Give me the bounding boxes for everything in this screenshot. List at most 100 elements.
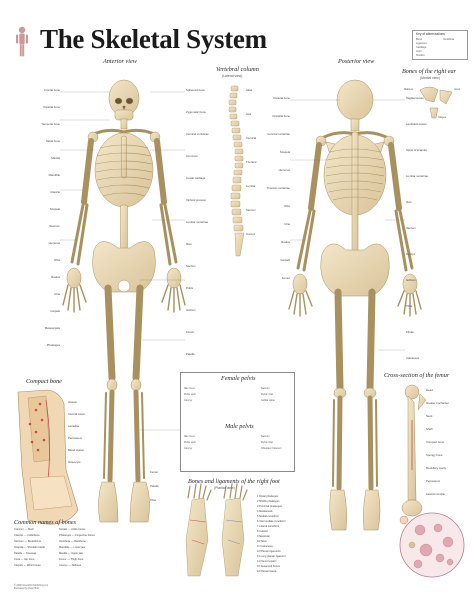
key-row: Bone bbox=[416, 38, 423, 41]
anterior-bone-label: Cervical vertebrae bbox=[186, 132, 209, 136]
female-pelvis-title: Female pelvis bbox=[221, 375, 256, 382]
femur-section-title: Cross-section of the femur bbox=[384, 372, 450, 379]
compact-bone-label: Osteon bbox=[68, 400, 78, 404]
common-name-item: Mandible — Lower jaw bbox=[59, 546, 86, 549]
male-pelvis-title: Male pelvis bbox=[225, 423, 254, 430]
anterior-bone-label: Nasal bone bbox=[45, 139, 60, 143]
posterior-bone-label: Parietal bone bbox=[273, 96, 290, 100]
posterior-bone-label: Ilium bbox=[406, 200, 412, 204]
vertebra-label: Thoracic bbox=[246, 160, 257, 164]
anterior-bone-label: Femur bbox=[186, 330, 195, 334]
anterior-bone-label: Ribs bbox=[54, 258, 60, 262]
femur-label: Compact bone bbox=[426, 440, 445, 444]
foot-bone-item: 3 Proximal phalanges bbox=[257, 505, 282, 508]
pelvis-label: Pelvic inlet bbox=[261, 441, 273, 444]
foot-bone-item: 1 Distal phalanges bbox=[257, 495, 279, 498]
vertebra-label: Coccyx bbox=[246, 232, 256, 236]
anterior-skeleton bbox=[62, 79, 186, 523]
foot-bone-item: 8 Cuboid bbox=[257, 530, 268, 533]
posterior-bone-label: Cervical vertebrae bbox=[267, 132, 290, 136]
common-name-item: Scapula — Shoulder blade bbox=[14, 546, 45, 549]
key-title: Key of abbreviations bbox=[416, 32, 445, 36]
anterior-bone-label: Ulna bbox=[54, 292, 60, 296]
femur-label: Spongy bone bbox=[426, 453, 443, 457]
vertebra-label: Cervical bbox=[246, 136, 257, 140]
posterior-view-title: Posterior view bbox=[338, 58, 375, 65]
compact-bone-label: Osteocyte bbox=[68, 460, 81, 464]
femur-inset bbox=[399, 512, 465, 578]
anterior-bone-label: Sphenoid bone bbox=[186, 88, 205, 92]
posterior-bone-label: Fibula bbox=[406, 330, 414, 334]
common-name-item: Cranium — Skull bbox=[14, 528, 34, 531]
pelvis-label: Sacrum bbox=[261, 435, 270, 438]
posterior-bone-label: Occipital bone bbox=[272, 114, 290, 118]
posterior-bone-label: Ischium bbox=[406, 278, 416, 282]
footer-line: Illustrated by Peter Bull bbox=[14, 587, 39, 590]
anterior-view-title: Anterior view bbox=[103, 58, 137, 65]
femur-label: Greater trochanter bbox=[426, 401, 449, 405]
pelvis-label: Sacrum bbox=[261, 387, 270, 390]
ear-bones-subtitle: (Medial view) bbox=[420, 76, 440, 80]
leader-lines bbox=[60, 91, 405, 431]
posterior-bone-label: Carpals bbox=[280, 258, 290, 262]
anterior-bone-label: Humerus bbox=[48, 241, 60, 245]
foot-bone-item: 15 Sesamoid bones bbox=[257, 565, 280, 568]
common-name-item: Phalanges — Finger/toe bones bbox=[59, 534, 95, 537]
posterior-bone-label: Scapula bbox=[279, 150, 290, 154]
foot-bone-item: 4 Metatarsals bbox=[257, 510, 273, 513]
femur-label: Neck bbox=[426, 414, 433, 418]
common-names-title: Common names of bones bbox=[14, 519, 77, 526]
common-name-item: Sternum — Breastbone bbox=[14, 540, 42, 543]
posterior-bone-label: Femur bbox=[281, 276, 290, 280]
pelvis-label: Obturator foramen bbox=[261, 447, 282, 450]
foot-bone-item: 6 Intermediate cuneiform bbox=[257, 520, 286, 523]
posterior-bone-label: Lumbar vertebrae bbox=[406, 174, 429, 178]
compact-bone-label: Blood vessel bbox=[68, 448, 84, 452]
compact-bone-label: Lamellae bbox=[68, 424, 80, 428]
vertebra-label: Lumbar bbox=[246, 184, 256, 188]
common-name-item: Vertebrae — Backbone bbox=[59, 540, 86, 543]
key-row: Tendon bbox=[416, 54, 425, 57]
foot-bone-item: 13 Long plantar ligament bbox=[257, 555, 286, 558]
compact-bone-title: Compact bone bbox=[26, 378, 62, 385]
posterior-ribs bbox=[325, 148, 385, 201]
posterior-skeleton bbox=[288, 79, 422, 531]
anterior-bone-label: Xiphoid process bbox=[186, 198, 206, 202]
posterior-bone-label: Calcaneus bbox=[406, 356, 420, 360]
posterior-bone-label: Lambdoid suture bbox=[406, 122, 427, 126]
anterior-bone-label: Phalanges bbox=[46, 343, 60, 347]
foot-bone-item: 12 Plantar ligaments bbox=[257, 550, 281, 553]
pelvis-panel: Female pelvis Male pelvis Iliac crest Sac… bbox=[180, 372, 295, 472]
anterior-bone-label: Parietal bone bbox=[43, 105, 60, 109]
vertebra-label: Atlas bbox=[246, 88, 253, 92]
femur-cross-section bbox=[401, 384, 427, 517]
anterior-bone-label: Maxilla bbox=[51, 156, 60, 160]
anterior-bone-label: Sternum bbox=[49, 224, 60, 228]
key-row: Joint bbox=[416, 50, 422, 53]
pelvis-label: Iliac crest bbox=[184, 435, 195, 438]
anterior-bone-label: Ischium bbox=[186, 308, 196, 312]
ear-label-incus: Incus bbox=[454, 88, 461, 91]
posterior-bone-label: Ribs bbox=[284, 204, 290, 208]
pelvis-label: Ischial spine bbox=[261, 399, 275, 402]
anterior-bone-label: Scapula bbox=[49, 207, 60, 211]
compact-bone-label: Periosteum bbox=[68, 436, 83, 440]
femur-label: Shaft bbox=[426, 427, 433, 431]
anterior-bone-label: Zygomatic bone bbox=[186, 110, 206, 114]
pelvis-label: Pubic arch bbox=[184, 441, 196, 444]
posterior-bone-label: Ulna bbox=[284, 222, 290, 226]
compact-bone-illustration bbox=[17, 389, 79, 525]
key-row: Cartilage bbox=[416, 46, 427, 49]
center-bone-label: Tibia bbox=[150, 498, 156, 502]
common-name-item: Coxa — Hip bone bbox=[14, 558, 35, 561]
human-silhouette-icon bbox=[16, 26, 28, 57]
femur-label: Medullary cavity bbox=[426, 466, 447, 470]
vertebra-label: Axis bbox=[246, 112, 252, 116]
ear-label-stapes: Stapes bbox=[438, 116, 447, 119]
anterior-bone-label: Sacrum bbox=[186, 264, 196, 268]
femur-label: Lateral condyle bbox=[426, 492, 445, 496]
femur-label: Periosteum bbox=[426, 479, 441, 483]
